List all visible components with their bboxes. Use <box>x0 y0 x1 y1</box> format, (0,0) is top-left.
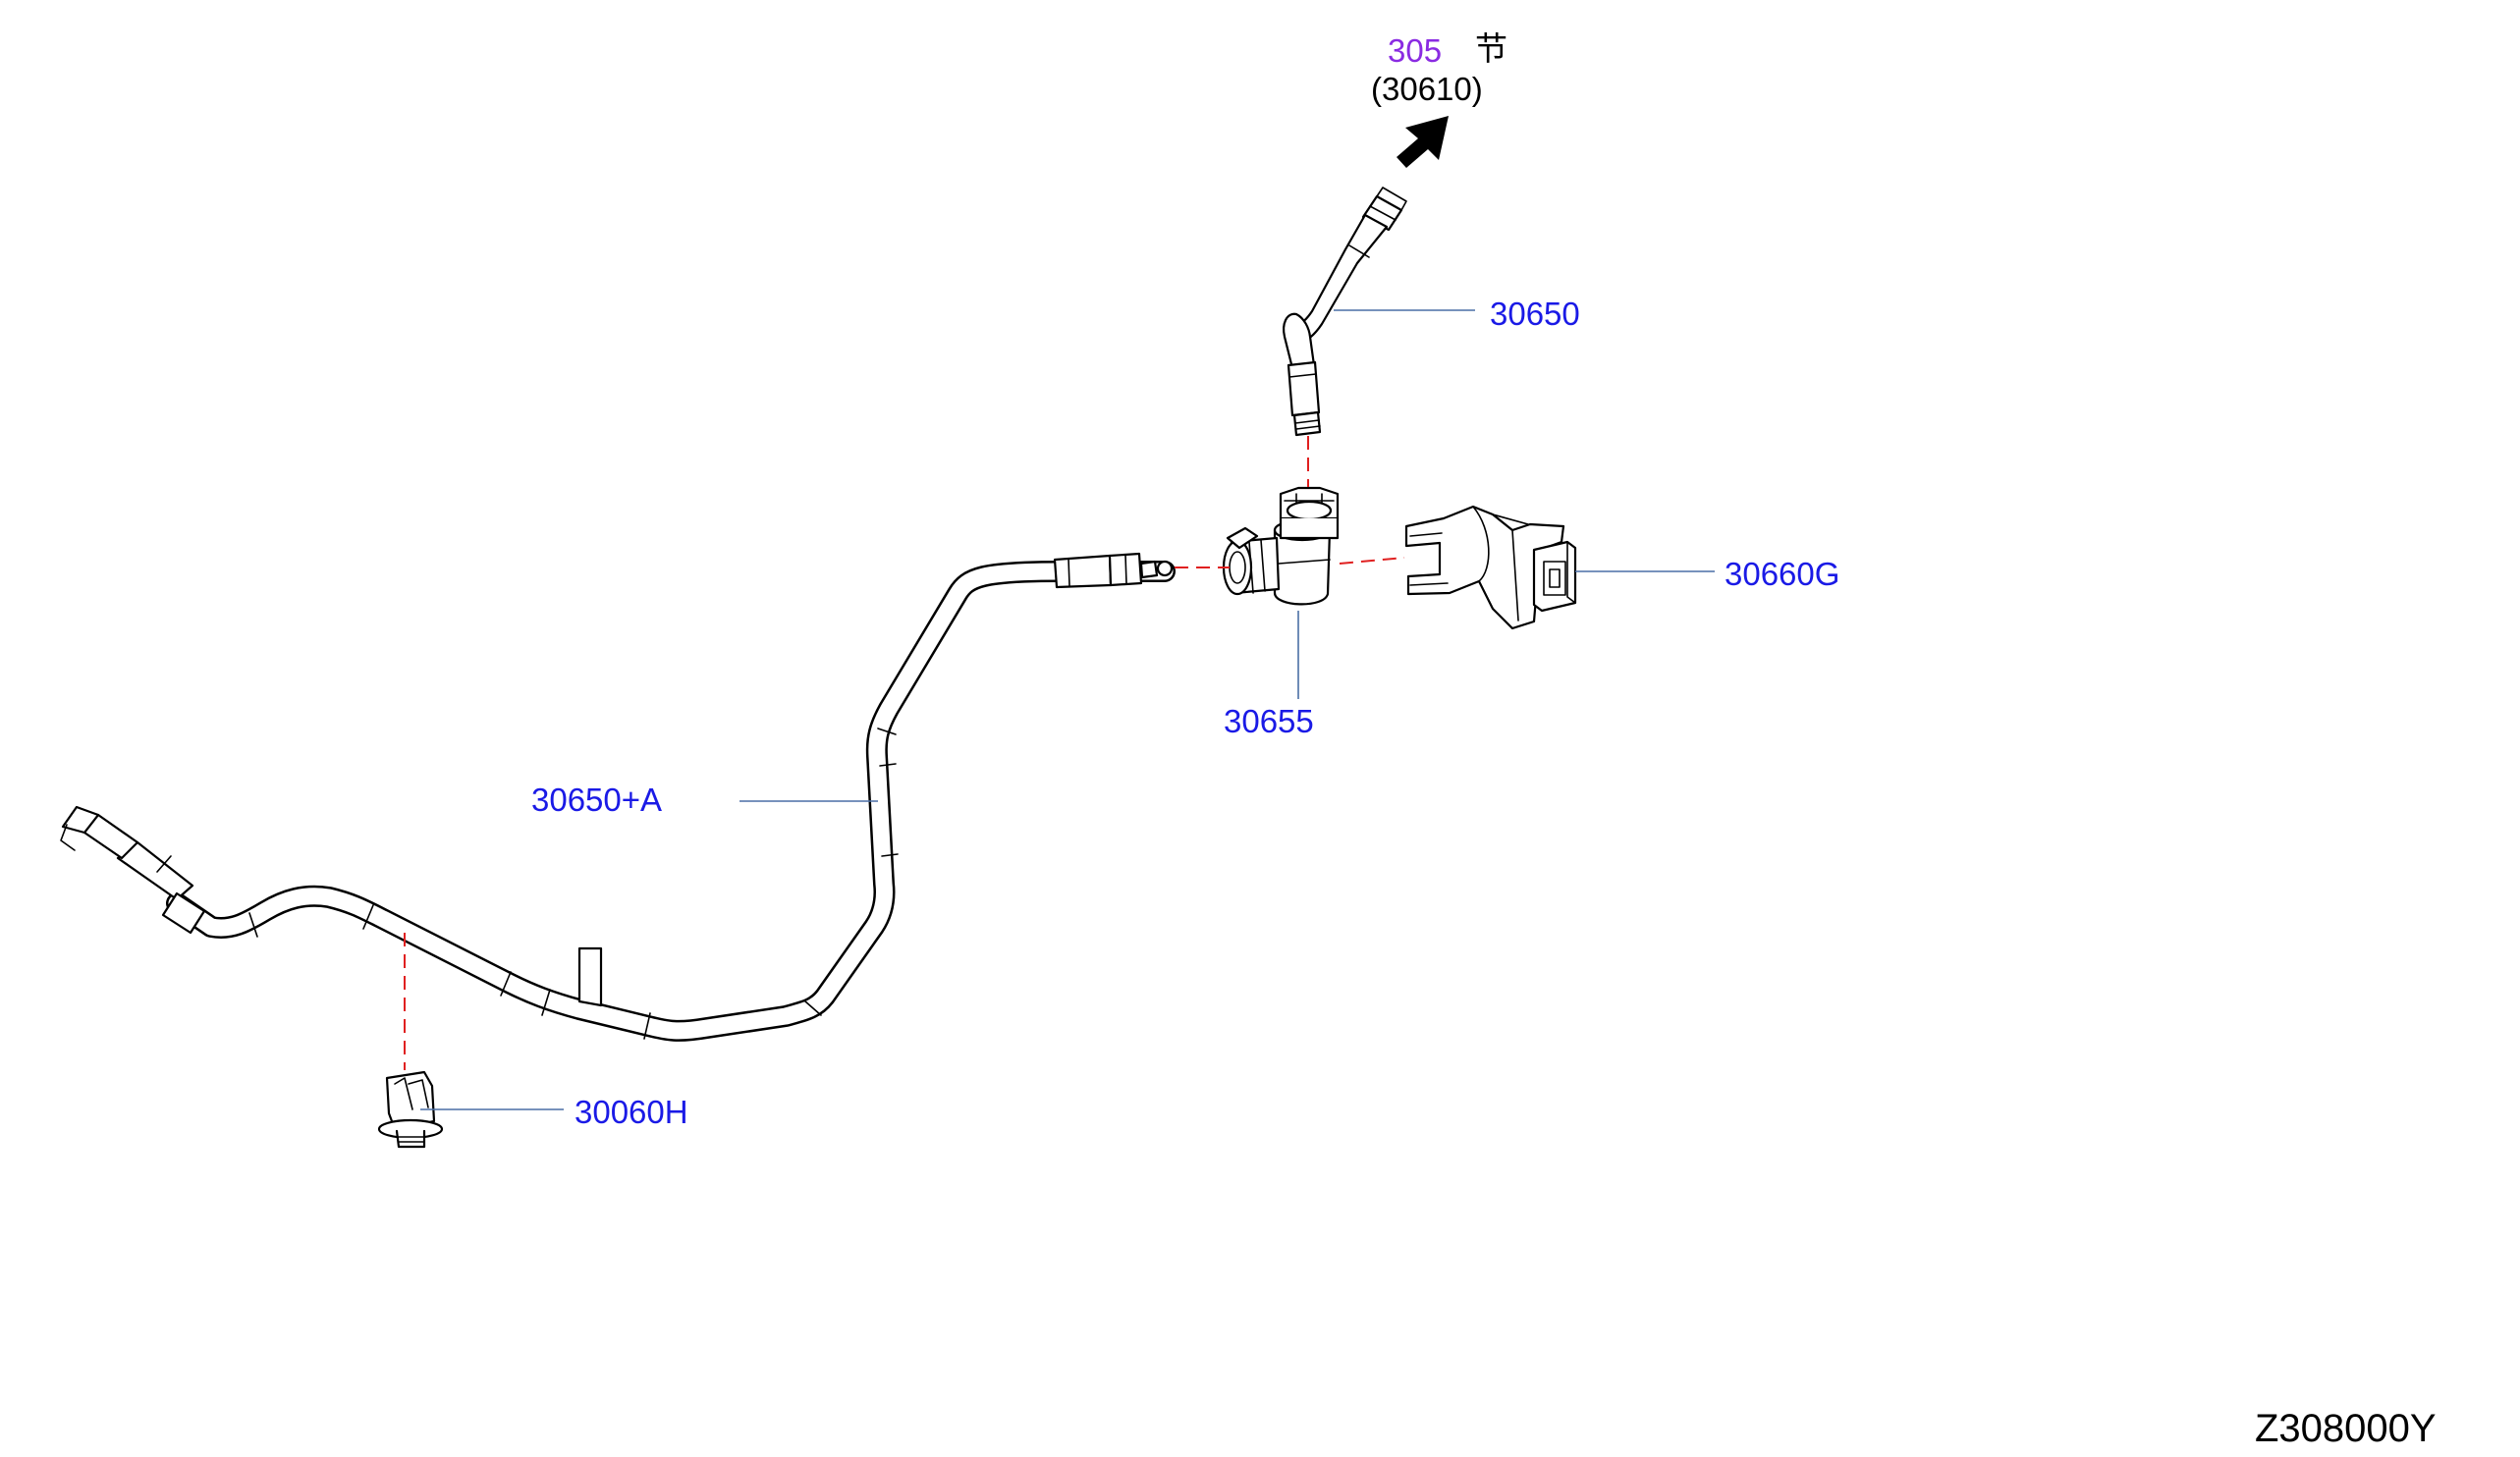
connector-30655[interactable] <box>1222 486 1340 606</box>
long-hose-30650a[interactable] <box>60 552 1176 1042</box>
assembly-axes <box>404 436 1405 1070</box>
section-number[interactable]: 305 <box>1388 32 1442 69</box>
sub-reference: (30610) <box>1371 71 1483 107</box>
callout-30650[interactable]: 30650 <box>1490 296 1580 332</box>
section-glyph: 节 <box>1475 29 1507 68</box>
reference-arrow-icon <box>1397 116 1449 168</box>
diagram-id: Z308000Y <box>2255 1407 2437 1450</box>
section-reference[interactable]: 305 节 (30610) <box>1371 29 1507 168</box>
bracket-30660g[interactable] <box>1404 505 1577 630</box>
callout-30660g[interactable]: 30660G <box>1725 556 1839 592</box>
clip-30060h[interactable] <box>377 1070 444 1149</box>
callout-30650a[interactable]: 30650+A <box>531 782 662 818</box>
callout-30060h[interactable]: 30060H <box>575 1094 688 1130</box>
callout-30655[interactable]: 30655 <box>1224 703 1314 739</box>
upper-hose-30650[interactable] <box>1283 187 1407 437</box>
leader-lines <box>420 309 1715 1110</box>
